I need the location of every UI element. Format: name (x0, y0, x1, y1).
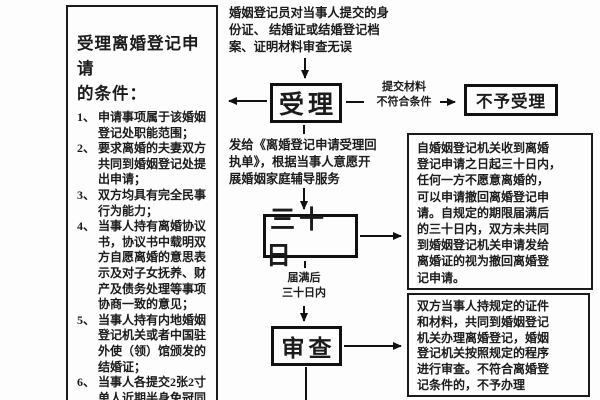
withdraw-rule-box: 自婚姻登记机关收到离婚 登记申请之日起三十日内， 任何一方不愿意离婚的， 可以申… (407, 133, 593, 290)
review-rule-box: 双方当事人持规定的证件 和材料，共同到婚姻登记 机关办理离婚登记，婚姻 登记机关… (407, 293, 590, 397)
condition-item: 4、当事人持有离婚协议书，协议书中载明双方自愿离婚的意思表示及对子女抚养、财产及… (77, 219, 207, 312)
condition-item: 1、申请事项属于该婚姻登记处职能范围； (77, 110, 207, 140)
node-accept: 受理 (270, 83, 342, 123)
condition-item: 5、当事人持有内地婚姻登记机关或者中国驻外使（领）馆颁发的结婚证； (77, 312, 207, 374)
node-thirty-days: 三十日 (263, 207, 358, 270)
conditions-panel-title: 受理离婚登记申请 的条件： (77, 34, 200, 103)
condition-item: 6、当事人各提交2张2寸单人近期半身免冠同版证件照； (77, 375, 207, 400)
condition-item: 2、要求离婚的夫妻双方共同到婚姻登记处提出申请； (77, 141, 207, 187)
receipt-issue-note: 发给《离婚登记申请受理回 执单》，根据当事人意愿开 展婚姻家庭辅导服务 (229, 138, 377, 186)
after-expiry-label: 届满后 三十日内 (282, 272, 326, 299)
reject-condition-label: 提交材料 不符合条件 (376, 81, 432, 108)
node-not-accept: 不予受理 (464, 84, 558, 116)
condition-item: 3、双方均具有完全民事行为能力； (77, 187, 207, 218)
conditions-list: 1、申请事项属于该婚姻登记处职能范围；2、要求离婚的夫妻双方共同到婚姻登记处提出… (77, 110, 211, 400)
pre-accept-note: 婚姻登记员对当事人提交的身 份证、 结婚证或结婚登记档 案、证明材料审查无误 (229, 6, 389, 54)
node-review: 审查 (271, 326, 342, 366)
conditions-panel: 受理离婚登记申请 的条件： 1、申请事项属于该婚姻登记处职能范围；2、要求离婚的… (66, 5, 218, 400)
